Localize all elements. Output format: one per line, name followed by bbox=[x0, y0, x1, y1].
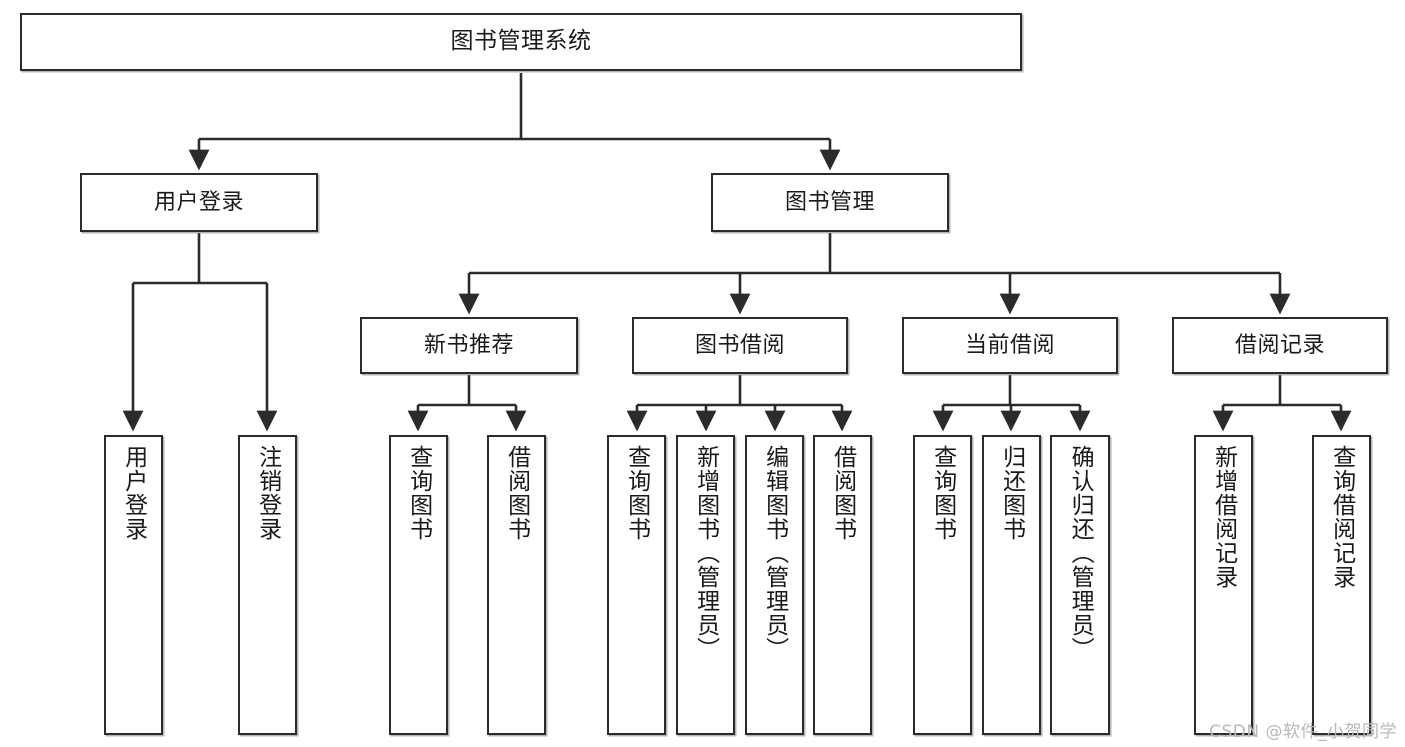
node-borrow-records[interactable]: 借阅记录 bbox=[1172, 317, 1388, 374]
node-label: 用户登录 bbox=[153, 189, 244, 215]
node-leaf-user-login[interactable]: 用户登录 bbox=[104, 435, 163, 735]
node-label: 查询图书 bbox=[623, 445, 650, 541]
node-user-login[interactable]: 用户登录 bbox=[80, 173, 318, 232]
node-label: 查询图书 bbox=[929, 445, 956, 541]
node-label: 新增图书（管理员） bbox=[692, 445, 719, 661]
node-label: 借阅图书 bbox=[503, 445, 530, 541]
node-leaf-edit-book-admin[interactable]: 编辑图书（管理员） bbox=[745, 435, 804, 735]
node-label: 注销登录 bbox=[254, 445, 281, 541]
node-leaf-query-book-recommend[interactable]: 查询图书 bbox=[389, 435, 448, 735]
node-label: 图书管理系统 bbox=[450, 28, 592, 55]
node-leaf-query-book-borrow[interactable]: 查询图书 bbox=[607, 435, 666, 735]
node-leaf-confirm-return-admin[interactable]: 确认归还（管理员） bbox=[1050, 435, 1110, 735]
node-label: 图书管理 bbox=[784, 189, 875, 215]
node-leaf-return-book[interactable]: 归还图书 bbox=[982, 435, 1041, 735]
node-book-borrow[interactable]: 图书借阅 bbox=[632, 317, 848, 374]
node-leaf-add-borrow-record[interactable]: 新增借阅记录 bbox=[1194, 435, 1253, 735]
node-label: 编辑图书（管理员） bbox=[761, 445, 788, 661]
watermark: CSDN @软件_小贺同学 bbox=[1209, 722, 1397, 742]
node-leaf-query-book-current[interactable]: 查询图书 bbox=[913, 435, 972, 735]
node-label: 借阅图书 bbox=[829, 445, 856, 541]
node-label: 归还图书 bbox=[998, 445, 1025, 541]
node-label: 确认归还（管理员） bbox=[1067, 445, 1094, 661]
node-leaf-logout[interactable]: 注销登录 bbox=[238, 435, 297, 735]
node-label: 用户登录 bbox=[120, 445, 147, 541]
node-label: 借阅记录 bbox=[1234, 332, 1325, 358]
node-root-system[interactable]: 图书管理系统 bbox=[20, 13, 1022, 71]
node-label: 查询借阅记录 bbox=[1328, 445, 1355, 589]
node-label: 查询图书 bbox=[405, 445, 432, 541]
node-book-management[interactable]: 图书管理 bbox=[711, 173, 949, 232]
node-leaf-borrow-book-recommend[interactable]: 借阅图书 bbox=[487, 435, 546, 735]
node-current-borrow[interactable]: 当前借阅 bbox=[902, 317, 1118, 374]
node-label: 当前借阅 bbox=[964, 332, 1055, 358]
node-label: 新增借阅记录 bbox=[1210, 445, 1237, 589]
node-leaf-add-book-admin[interactable]: 新增图书（管理员） bbox=[676, 435, 735, 735]
node-leaf-borrow-book[interactable]: 借阅图书 bbox=[813, 435, 872, 735]
node-label: 新书推荐 bbox=[423, 332, 514, 358]
node-label: 图书借阅 bbox=[694, 332, 785, 358]
node-new-book-recommend[interactable]: 新书推荐 bbox=[360, 317, 578, 374]
node-leaf-query-borrow-record[interactable]: 查询借阅记录 bbox=[1312, 435, 1371, 735]
